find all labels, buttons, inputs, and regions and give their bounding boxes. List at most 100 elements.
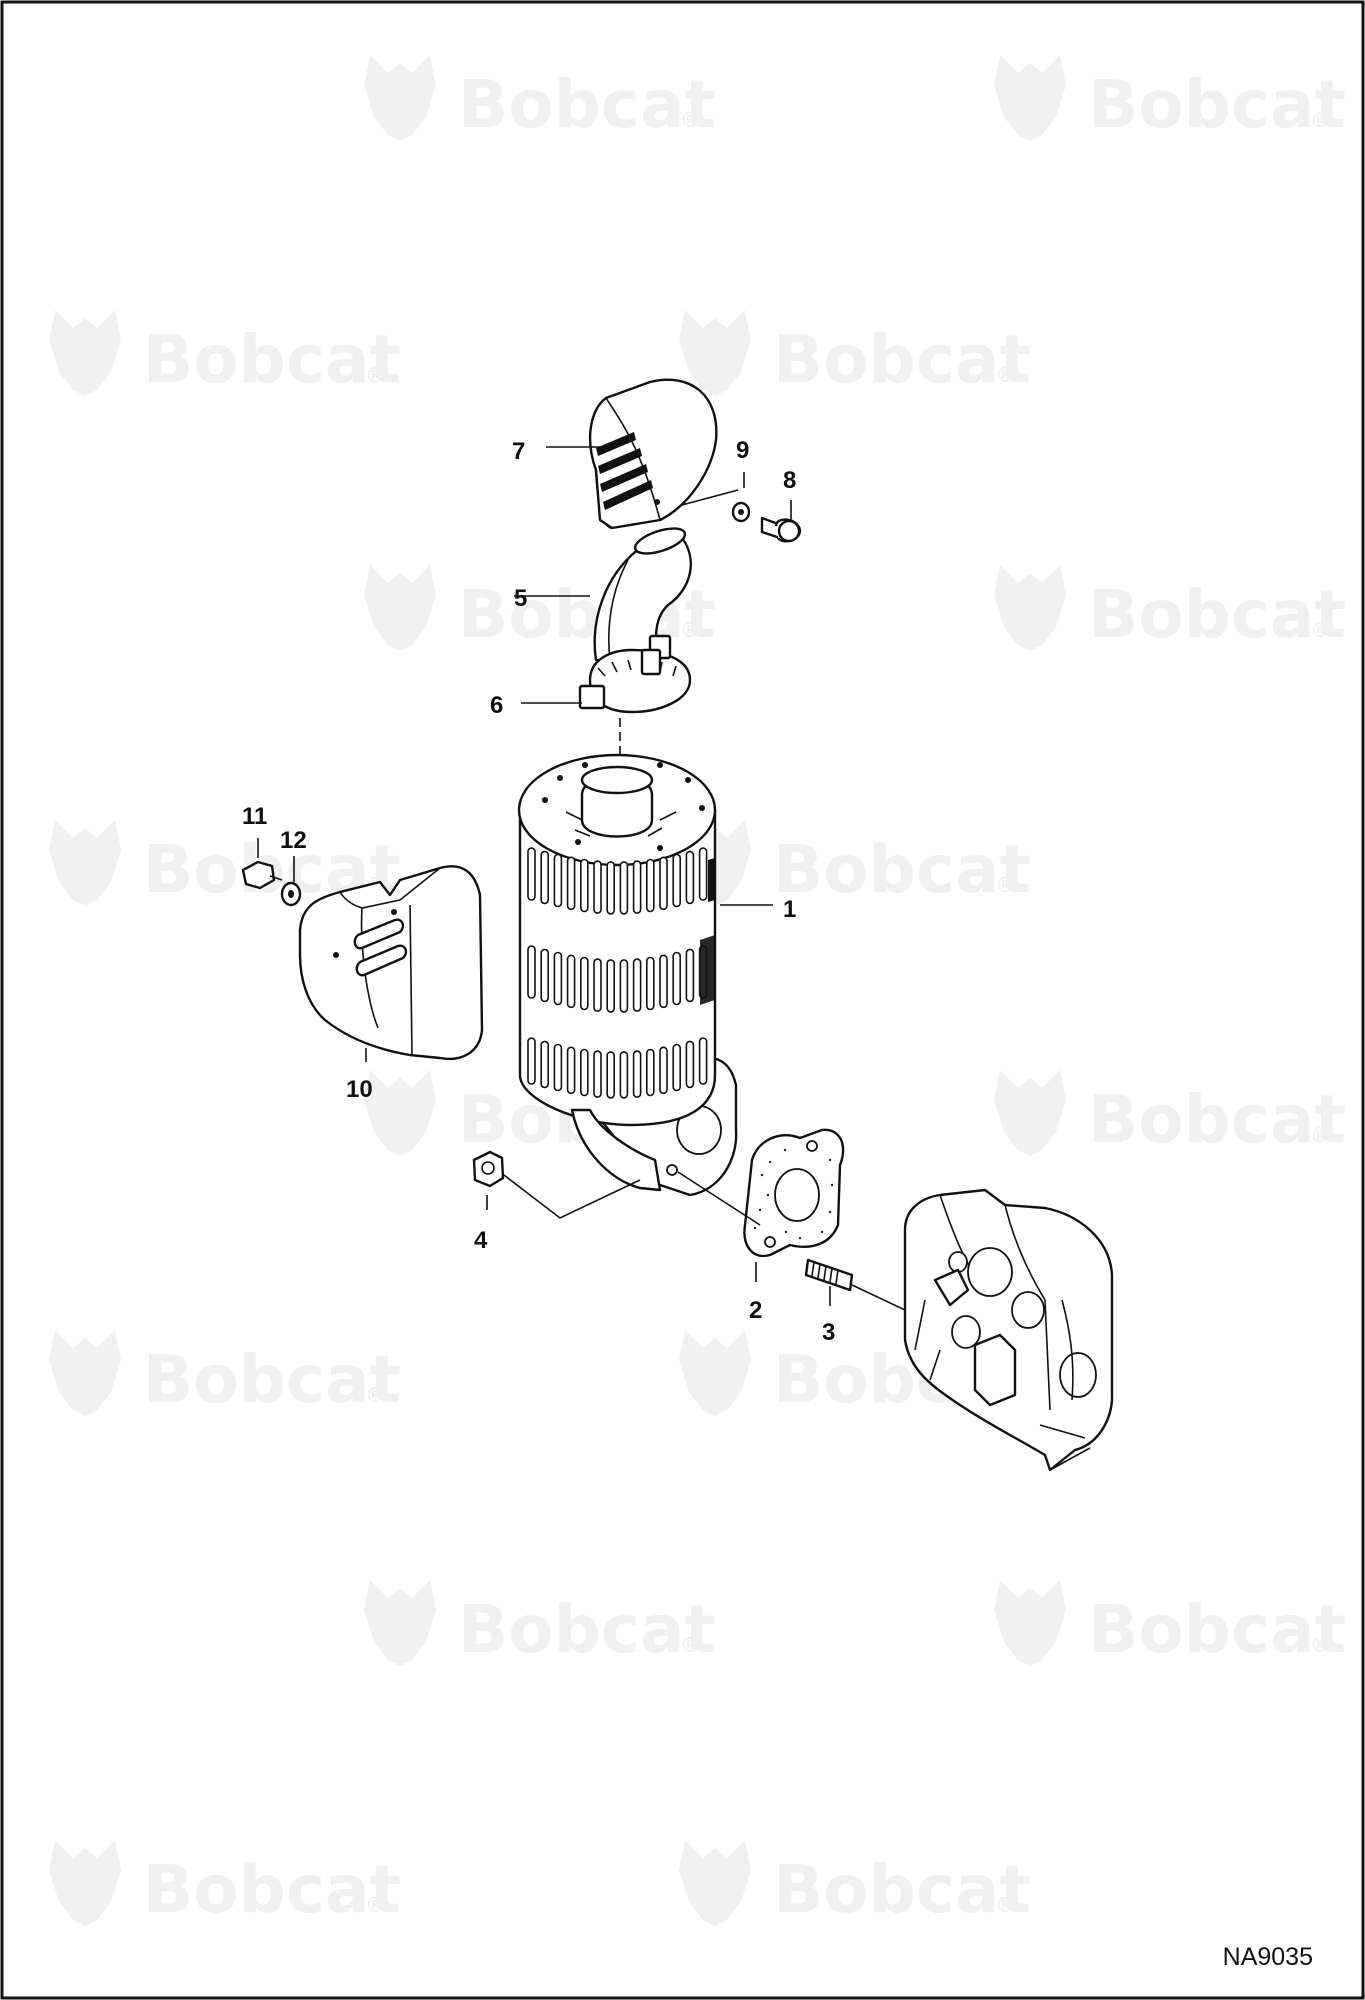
svg-text:®: ® [1310, 108, 1330, 132]
callout-6: 6 [490, 692, 503, 719]
muffler-slot [685, 850, 695, 905]
muffler-slot [659, 954, 668, 1009]
watermark-logo: Bobcat® [994, 55, 1346, 143]
callout-labels: 7 9 8 5 6 1 11 12 10 4 2 3 [242, 437, 835, 1346]
svg-text:Bobcat: Bobcat [143, 1341, 401, 1418]
muffler-slot [606, 861, 616, 915]
svg-text:Bobcat: Bobcat [1088, 66, 1346, 143]
part-4-nut [472, 1150, 505, 1188]
watermark-logo: Bobcat® [679, 1840, 1031, 1928]
muffler-slot [619, 959, 629, 1013]
callout-4: 4 [474, 1227, 488, 1254]
svg-text:Bobcat: Bobcat [773, 831, 1031, 908]
muffler-slot [632, 860, 642, 914]
muffler-slot [659, 1046, 668, 1095]
muffler-slot [698, 1037, 708, 1085]
svg-text:®: ® [995, 363, 1015, 387]
muffler-slot [540, 1040, 550, 1089]
muffler-slot [540, 850, 550, 905]
svg-text:Bobcat: Bobcat [143, 321, 401, 398]
callout-7: 7 [512, 438, 525, 465]
muffler-slot [593, 860, 602, 914]
muffler-slot [619, 861, 629, 915]
part-2-gasket [743, 1128, 845, 1258]
muffler-slot [579, 1048, 589, 1097]
muffler-slot [698, 847, 708, 901]
muffler-slot [632, 958, 642, 1012]
muffler-slot [566, 954, 576, 1009]
callout-12: 12 [280, 827, 307, 854]
muffler-slots [527, 847, 708, 1099]
muffler-slot [645, 1048, 655, 1097]
muffler-slot [579, 858, 589, 913]
figure-code: NA9035 [1223, 1943, 1313, 1971]
svg-text:Bobcat: Bobcat [458, 66, 716, 143]
callout-3: 3 [822, 1319, 835, 1346]
muffler-slot [593, 1050, 602, 1098]
watermark-logo: Bobcat® [994, 1580, 1346, 1668]
watermark-logo: Bobcat® [364, 1580, 716, 1668]
muffler-slot [527, 847, 536, 901]
part-5-tail-pipe [593, 527, 692, 670]
muffler-slot [553, 1043, 563, 1092]
muffler-slot [527, 1037, 536, 1085]
muffler-slot [606, 1051, 616, 1099]
muffler-slot [606, 959, 616, 1013]
muffler-slot [672, 951, 682, 1006]
muffler-slot [672, 853, 682, 908]
muffler-slot [685, 1040, 695, 1089]
watermark-logo: Bobcat® [994, 1070, 1346, 1158]
callout-5: 5 [514, 585, 527, 612]
svg-text:Bobcat: Bobcat [773, 321, 1031, 398]
muffler-slot [659, 856, 668, 911]
muffler-slot [553, 853, 563, 908]
part-12-washer [280, 881, 302, 907]
callout-11: 11 [242, 803, 267, 830]
callout-10: 10 [346, 1076, 373, 1103]
watermark-logo: Bobcat® [679, 820, 1031, 908]
muffler-slot [645, 858, 655, 913]
engine-cylinder-head [903, 1188, 1114, 1472]
muffler-slot [553, 951, 563, 1006]
muffler-slot [632, 1050, 642, 1098]
watermark-logo: Bobcat® [49, 1330, 401, 1418]
muffler-slot [672, 1043, 682, 1092]
muffler-slot [593, 958, 602, 1012]
watermark-logo: Bobcat® [49, 310, 401, 398]
svg-text:®: ® [365, 363, 385, 387]
part-10-side-shield [298, 865, 484, 1061]
svg-text:Bobcat: Bobcat [1088, 576, 1346, 653]
svg-text:Bobcat: Bobcat [458, 1591, 716, 1668]
svg-text:Bobcat: Bobcat [1088, 1081, 1346, 1158]
svg-text:®: ® [1310, 1123, 1330, 1147]
muffler-slot [645, 956, 655, 1011]
muffler-slot [527, 945, 536, 999]
part-7-heat-shield-cap [588, 378, 718, 530]
svg-text:Bobcat: Bobcat [1088, 1591, 1346, 1668]
svg-text:®: ® [1310, 1633, 1330, 1657]
watermark-logo: Bobcat® [364, 55, 716, 143]
part-1-muffler [517, 753, 738, 1197]
watermark-layer: Bobcat®Bobcat®Bobcat®Bobcat®Bobcat®Bobca… [49, 55, 1346, 1928]
muffler-slot [566, 1046, 576, 1095]
svg-text:®: ® [680, 1633, 700, 1657]
part-11-bolt [241, 860, 283, 890]
muffler-slot [685, 948, 695, 1003]
part-8-bolt [760, 516, 802, 543]
svg-text:®: ® [1310, 618, 1330, 642]
callout-9: 9 [736, 437, 749, 464]
svg-text:®: ® [680, 618, 700, 642]
svg-text:®: ® [365, 1893, 385, 1917]
watermark-logo: Bobcat® [994, 565, 1346, 653]
callout-8: 8 [783, 467, 796, 494]
svg-text:®: ® [995, 1893, 1015, 1917]
svg-text:®: ® [365, 1383, 385, 1407]
leader-lines [257, 446, 906, 1311]
callout-2: 2 [749, 1297, 762, 1324]
part-6-clamp [578, 634, 692, 714]
muffler-slot [566, 856, 576, 911]
muffler-slot [619, 1051, 629, 1099]
callout-1: 1 [783, 896, 796, 923]
